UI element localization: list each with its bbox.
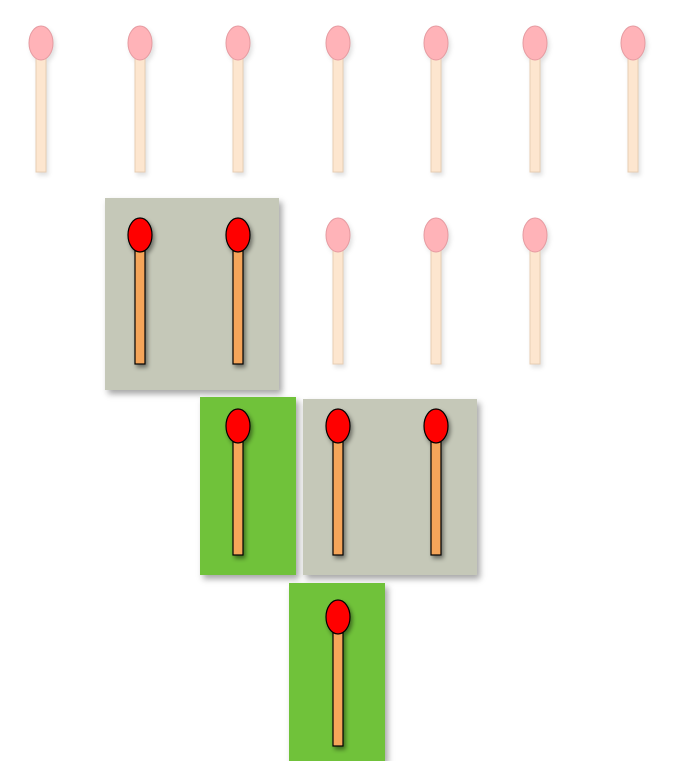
active-matchstick[interactable] xyxy=(221,408,255,569)
match-head xyxy=(225,217,251,253)
match-head xyxy=(127,217,153,253)
match-stick xyxy=(332,245,344,365)
match-head xyxy=(423,217,449,253)
match-stick xyxy=(134,245,146,365)
faded-matchstick[interactable] xyxy=(419,217,453,378)
match-stick xyxy=(332,53,344,173)
faded-matchstick[interactable] xyxy=(123,25,157,186)
matchstick-icon xyxy=(225,408,251,556)
match-head xyxy=(423,408,449,444)
match-head xyxy=(325,25,351,61)
matchstick-icon xyxy=(423,408,449,556)
match-stick xyxy=(232,436,244,556)
match-head xyxy=(423,25,449,61)
match-head xyxy=(325,217,351,253)
match-head xyxy=(225,408,251,444)
match-stick xyxy=(232,245,244,365)
matchstick-icon xyxy=(225,25,251,173)
match-head xyxy=(522,25,548,61)
faded-matchstick[interactable] xyxy=(419,25,453,186)
faded-matchstick[interactable] xyxy=(321,217,355,378)
faded-matchstick[interactable] xyxy=(518,25,552,186)
match-stick xyxy=(529,53,541,173)
matchstick-icon xyxy=(325,25,351,173)
match-stick xyxy=(134,53,146,173)
match-stick xyxy=(332,436,344,556)
matchstick-icon xyxy=(225,217,251,365)
match-head xyxy=(127,25,153,61)
faded-matchstick[interactable] xyxy=(221,25,255,186)
match-stick xyxy=(627,53,639,173)
match-head xyxy=(225,25,251,61)
match-stick xyxy=(332,627,344,747)
match-stick xyxy=(232,53,244,173)
faded-matchstick[interactable] xyxy=(24,25,58,186)
faded-matchstick[interactable] xyxy=(616,25,650,186)
match-stick xyxy=(430,245,442,365)
matchstick-icon xyxy=(522,217,548,365)
active-matchstick[interactable] xyxy=(221,217,255,378)
matchstick-icon xyxy=(423,217,449,365)
match-stick xyxy=(35,53,47,173)
matchstick-icon xyxy=(325,217,351,365)
active-matchstick[interactable] xyxy=(419,408,453,569)
matchstick-icon xyxy=(522,25,548,173)
match-head xyxy=(522,217,548,253)
match-head xyxy=(28,25,54,61)
active-matchstick[interactable] xyxy=(123,217,157,378)
faded-matchstick[interactable] xyxy=(321,25,355,186)
matchstick-icon xyxy=(325,408,351,556)
faded-matchstick[interactable] xyxy=(518,217,552,378)
match-stick xyxy=(430,53,442,173)
active-matchstick[interactable] xyxy=(321,599,355,760)
matchstick-icon xyxy=(127,25,153,173)
matchstick-icon xyxy=(325,599,351,747)
matchstick-icon xyxy=(127,217,153,365)
matchstick-icon xyxy=(620,25,646,173)
match-stick xyxy=(529,245,541,365)
active-matchstick[interactable] xyxy=(321,408,355,569)
matchstick-icon xyxy=(423,25,449,173)
match-stick xyxy=(430,436,442,556)
match-head xyxy=(620,25,646,61)
matchstick-icon xyxy=(28,25,54,173)
match-head xyxy=(325,599,351,635)
match-head xyxy=(325,408,351,444)
